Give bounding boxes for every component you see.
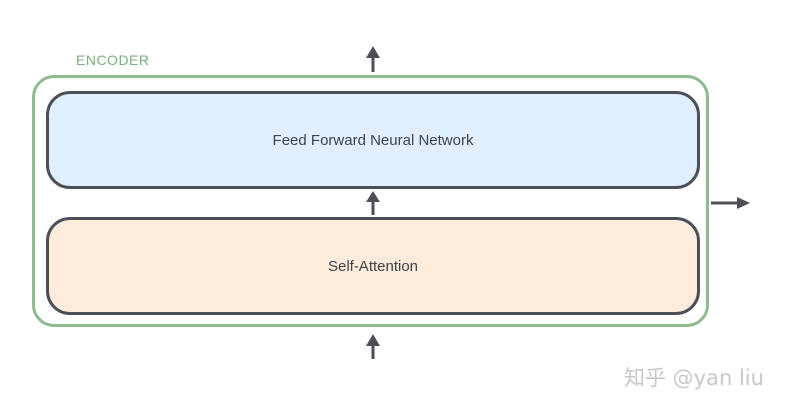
internal-up-arrow-icon (366, 191, 380, 215)
watermark: 知乎 @yan liu (624, 366, 764, 390)
encoder-box (32, 75, 709, 327)
encoder-label: ENCODER (76, 52, 150, 68)
feed-forward-label: Feed Forward Neural Network (272, 131, 474, 149)
input-up-arrow-icon (366, 334, 380, 359)
self-attention-label: Self-Attention (327, 257, 419, 275)
self-attention-layer: Self-Attention (46, 217, 700, 315)
side-right-arrow-icon (711, 197, 750, 209)
feed-forward-layer: Feed Forward Neural Network (46, 91, 700, 189)
output-up-arrow-icon (366, 46, 380, 72)
